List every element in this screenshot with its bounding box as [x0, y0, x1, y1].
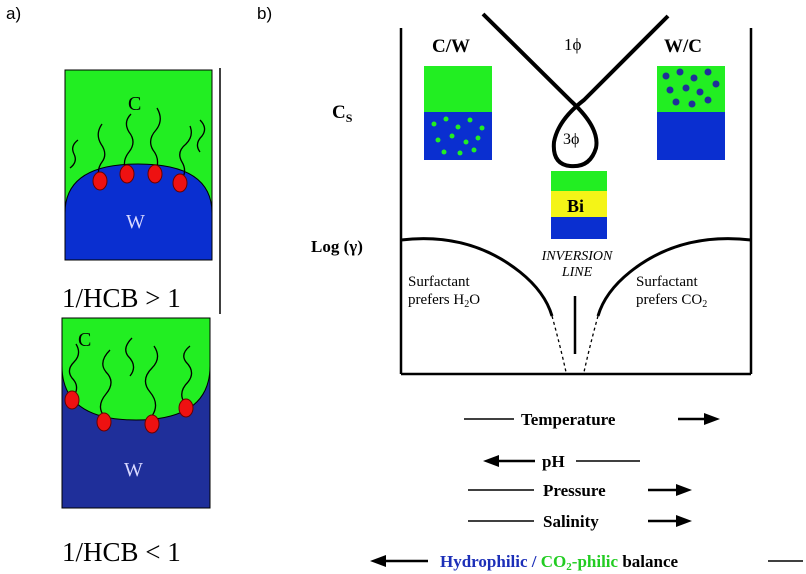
ph-label: pH: [542, 452, 565, 471]
temperature-arrow-head: [704, 413, 720, 425]
pressure-arrow-head: [676, 484, 692, 496]
surfactant-head: [119, 164, 135, 184]
hcb-greater-caption: 1/HCB > 1: [62, 283, 181, 313]
inversion-line-label-1: INVERSION: [541, 249, 613, 264]
w-label: W: [124, 459, 143, 481]
phase-boundary-curve: [481, 12, 670, 169]
bi-middle-layer: [551, 191, 607, 217]
panel-a-label: a): [6, 4, 22, 23]
temperature-label: Temperature: [521, 410, 616, 429]
balance-arrow-head: [370, 555, 386, 567]
right-solubility-curve: [596, 237, 752, 317]
wc-dispersed-droplets: [662, 68, 720, 108]
surfactant-tail: [99, 349, 112, 417]
right-region-text-1: Surfactant: [636, 274, 698, 290]
w-label: W: [126, 211, 145, 233]
left-region-text-1: Surfactant: [408, 274, 470, 290]
surfactant-tail: [181, 345, 193, 403]
right-region-text-2: prefers CO2: [636, 292, 707, 310]
c-label: C: [128, 93, 141, 115]
panel-a-top-schematic: C W: [64, 68, 221, 314]
bi-water-layer: [551, 217, 607, 239]
region-wc-label: W/C: [664, 36, 702, 57]
cw-co2-phase: [424, 66, 492, 112]
inversion-line-label-2: LINE: [561, 265, 593, 280]
surfactant-tail: [68, 343, 80, 397]
one-phase-label: 1ϕ: [564, 35, 582, 54]
log-gamma-axis-label: Log (γ): [311, 237, 363, 256]
salinity-arrow-head: [676, 515, 692, 527]
surfactant-tail: [179, 125, 192, 183]
left-region-text-2: prefers H2O: [408, 292, 480, 310]
salinity-label: Salinity: [543, 512, 599, 531]
left-dashed-extension: [551, 315, 567, 373]
pressure-label: Pressure: [543, 481, 606, 500]
three-phase-label: 3ϕ: [563, 131, 579, 148]
surfactant-tail: [97, 123, 106, 181]
surfactant-tail: [123, 113, 134, 173]
ph-arrow-head: [483, 455, 499, 467]
surfactant-tail: [149, 107, 161, 173]
bi-co2-layer: [551, 171, 607, 191]
surfactant-tail: [144, 345, 159, 417]
surfactant-head: [64, 390, 80, 410]
c-label: C: [78, 329, 91, 351]
co2-droplet-region: [61, 317, 211, 421]
surfactant-head: [172, 173, 188, 193]
surfactant-head: [144, 414, 160, 434]
surfactant-head: [178, 398, 194, 418]
bi-label: Bi: [567, 196, 584, 216]
cs-axis-label: CS: [332, 102, 353, 125]
region-cw-label: C/W: [432, 36, 470, 57]
panel-b-label: b): [257, 4, 273, 23]
surfactant-head: [147, 164, 163, 184]
balance-label: Hydrophilic / CO2-philic balance: [440, 552, 679, 573]
wc-water-phase: [657, 112, 725, 160]
left-solubility-curve: [400, 237, 554, 317]
hcb-less-caption: 1/HCB < 1: [62, 537, 181, 567]
surfactant-tail: [125, 337, 135, 377]
panel-a-bottom-schematic: C W: [61, 317, 211, 509]
surfactant-head: [92, 171, 108, 191]
surfactant-tail: [196, 119, 206, 153]
cw-dispersed-droplets: [431, 116, 485, 156]
hydrophilic-word: Hydrophilic: [440, 552, 528, 571]
surfactant-tail: [69, 139, 79, 169]
right-dashed-extension: [583, 315, 599, 373]
surfactant-head: [96, 412, 112, 432]
